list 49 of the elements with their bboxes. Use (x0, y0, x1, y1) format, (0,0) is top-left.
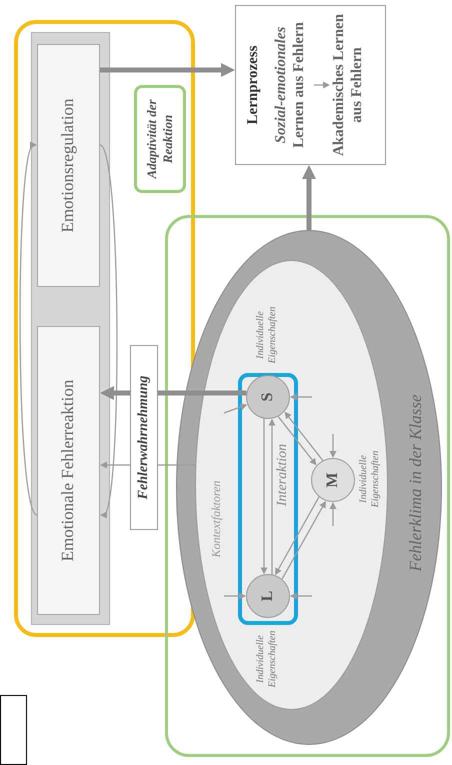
arrow (268, 418, 276, 574)
ellipse-label: Fehlerklima in der Klasse (406, 393, 426, 574)
circle-node (246, 574, 290, 618)
caption-text: Individuelle Eigenschaften (255, 630, 279, 690)
process-band (31, 32, 110, 625)
arrow (224, 404, 248, 414)
arrow (100, 63, 235, 77)
circle-letter: L (258, 590, 278, 602)
arrow (100, 462, 130, 468)
body-text: Akademisches Lernen aus Fehlern (330, 11, 372, 159)
caption-text: Individuelle Eigenschaften (358, 450, 382, 510)
arrow (290, 394, 312, 400)
arrow (278, 416, 316, 466)
highlight-frame (238, 373, 298, 625)
arrow (314, 82, 330, 88)
process-box (37, 44, 100, 287)
highlight-frame (14, 20, 195, 637)
connector-line (158, 390, 246, 396)
arrow (19, 142, 38, 516)
arrow (100, 386, 130, 400)
arrow (290, 592, 312, 600)
outcome-box (235, 5, 386, 165)
annotation-text: Interaktion (275, 442, 291, 508)
arrow (330, 502, 336, 526)
arrow (275, 496, 320, 576)
circle-node (311, 458, 355, 502)
arrow (282, 500, 326, 580)
caption-text: Individuelle Eigenschaften (255, 306, 279, 366)
process-box (37, 326, 100, 615)
process-label: Emotionsregulation (58, 98, 78, 233)
label-text: Adaptivität der Reaktion (144, 98, 176, 182)
circle-node (246, 375, 290, 419)
arrow (284, 412, 324, 461)
arrow (224, 592, 246, 600)
label-box (134, 85, 186, 193)
ellipse-label: Kontextfaktoren (209, 480, 224, 560)
arrow (330, 434, 336, 458)
arrow (260, 418, 268, 574)
heading: Lernprozess (244, 44, 262, 126)
label-box (130, 345, 158, 530)
circle-letter: M (323, 472, 342, 488)
arrow (302, 165, 316, 230)
circle-letter: S (258, 392, 278, 402)
arrow (100, 144, 118, 518)
process-label: Emotionale Fehlerreaktion (58, 380, 78, 562)
label-text: Fehlerwahrnehmung (136, 376, 152, 500)
body-text: Sozial-emotionales Lernen aus Fehlern (272, 11, 314, 159)
box-outline (0, 695, 27, 765)
connector-line (158, 464, 196, 466)
